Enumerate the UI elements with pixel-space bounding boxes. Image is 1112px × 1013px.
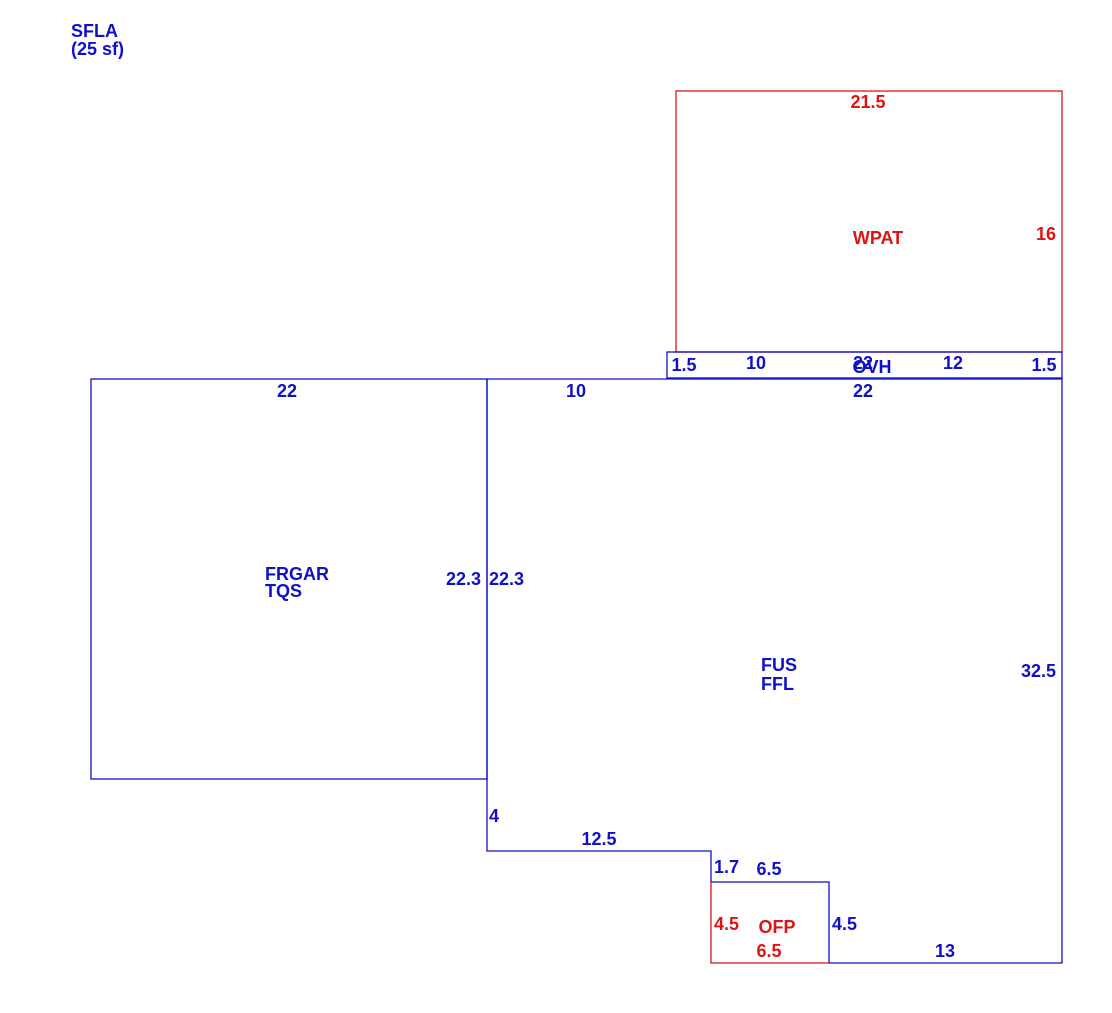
wpat-top-dim: 21.5 — [850, 92, 885, 112]
ovh-left-dim: 1.5 — [671, 355, 696, 375]
fus-right-dim: 32.5 — [1021, 661, 1056, 681]
ofp-code-label: OFP — [758, 917, 795, 937]
fus-code-label: FUS — [761, 655, 797, 675]
fus-top-dim: 22 — [853, 381, 873, 401]
fus-step-vert-dim: 4 — [489, 806, 499, 826]
fus-bottom-dim: 13 — [935, 941, 955, 961]
frgar-right-dim: 22.3 — [446, 569, 481, 589]
frgar-code-label: FRGAR — [265, 564, 329, 584]
wpat-outline — [675, 90, 1063, 353]
fus-step-small-dim: 1.7 — [714, 857, 739, 877]
fus-subcode-label: FFL — [761, 674, 794, 694]
ofp-left-dim: 4.5 — [714, 914, 739, 934]
wpat-right-dim: 16 — [1036, 224, 1056, 244]
ovh-outline — [666, 351, 1063, 379]
sfla-label: SFLA — [71, 21, 118, 41]
ovh-seg2-dim: 12 — [943, 353, 963, 373]
fus-left-dim: 22.3 — [489, 569, 524, 589]
ovh-mid-dim: 22 — [853, 353, 873, 373]
ofp-outline — [710, 882, 829, 964]
fus-step-horz-dim: 12.5 — [581, 829, 616, 849]
wpat-code-label: WPAT — [853, 228, 903, 248]
frgar-subcode-label: TQS — [265, 581, 302, 601]
frgar-top-dim: 22 — [277, 381, 297, 401]
ovh-right-dim: 1.5 — [1031, 355, 1056, 375]
ovh-code-label: OVH — [852, 357, 891, 377]
ofp-bottom-dim: 6.5 — [756, 941, 781, 961]
fus-top-left-dim: 10 — [566, 381, 586, 401]
fus-porch-side-dim: 4.5 — [832, 914, 857, 934]
ovh-seg1-dim: 10 — [746, 353, 766, 373]
fus-porch-top-dim: 6.5 — [756, 859, 781, 879]
sfla-area-label: (25 sf) — [71, 39, 124, 59]
fus-outline — [486, 378, 1063, 964]
